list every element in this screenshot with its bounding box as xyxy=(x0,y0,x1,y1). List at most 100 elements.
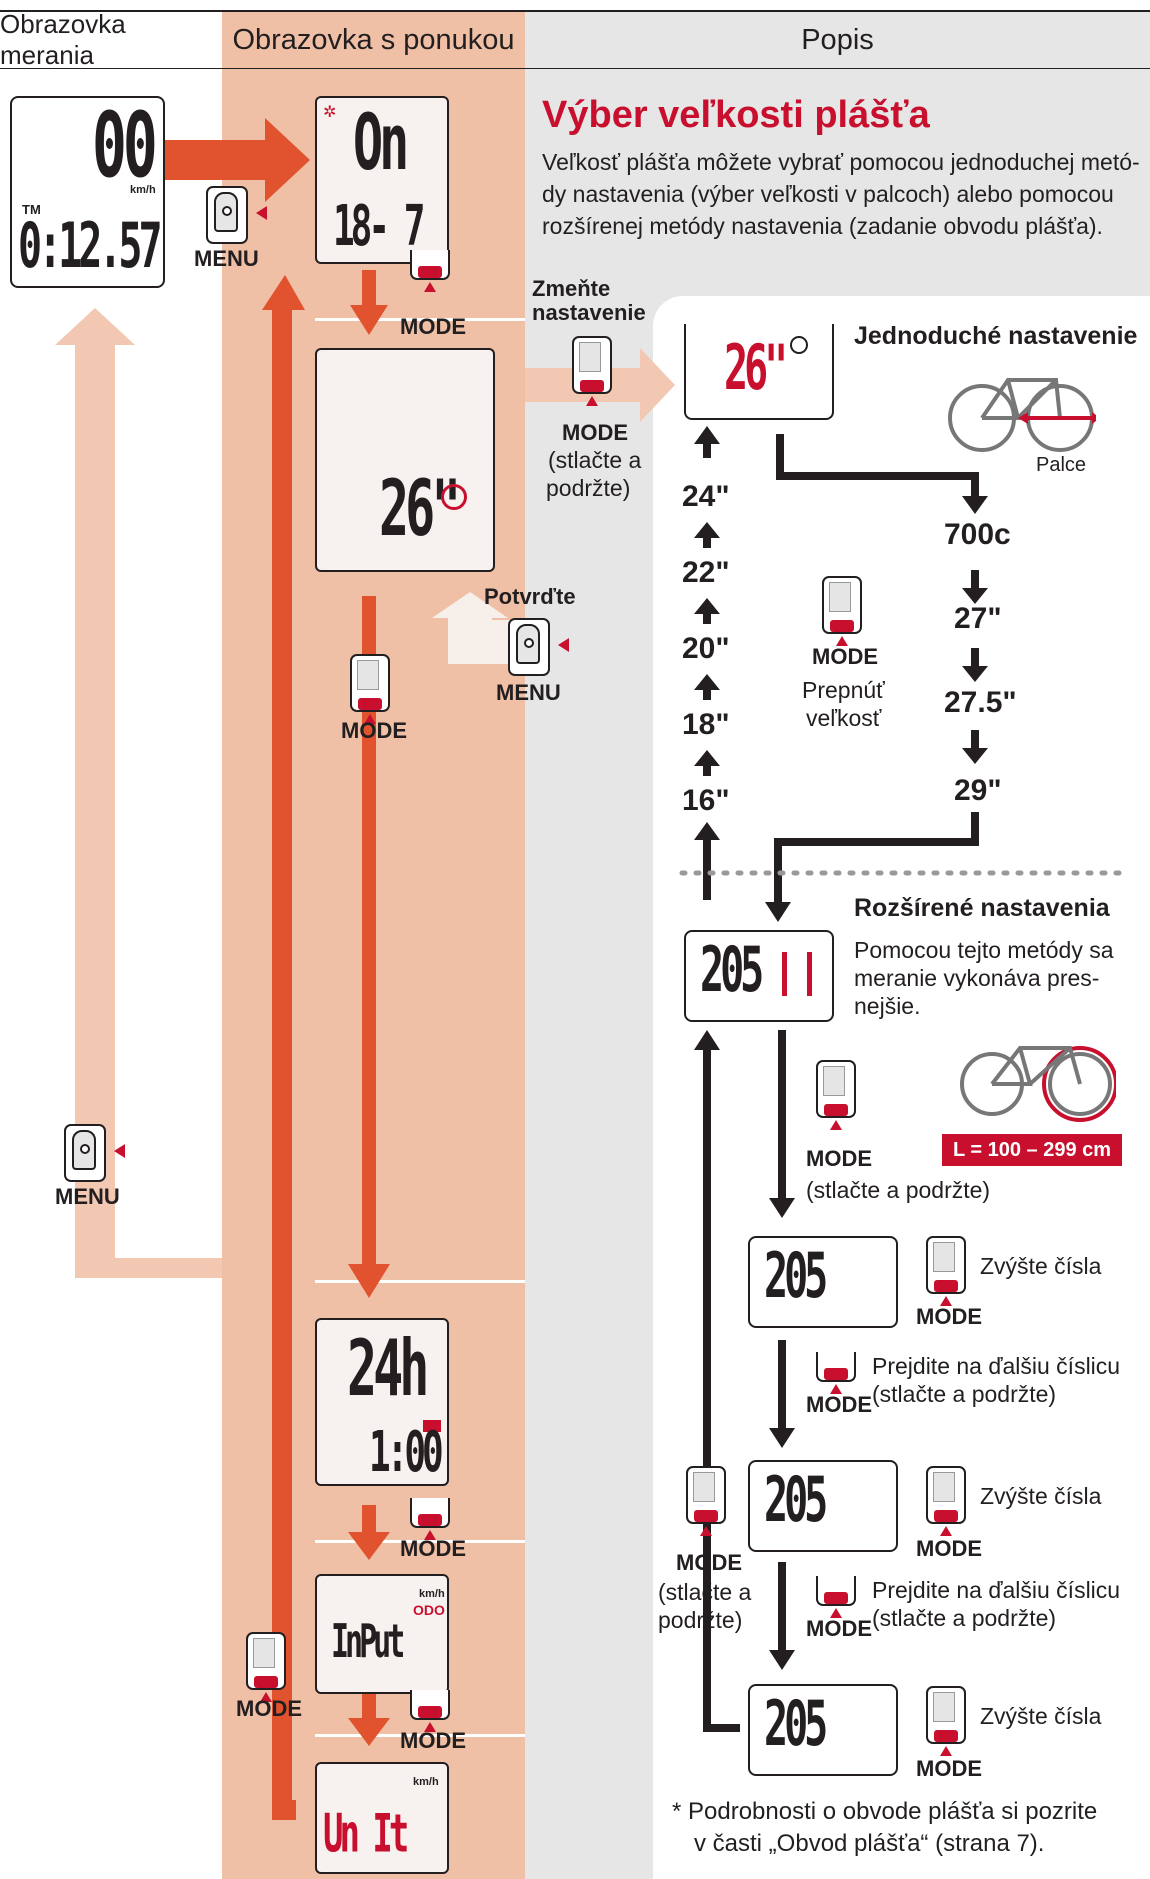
circumference-value: 205 xyxy=(764,1241,828,1313)
footnote: v časti „Obvod plášťa“ (strana 7). xyxy=(694,1830,1045,1857)
intro-text: Veľkosť plášťa môžete vybrať pomocou jed… xyxy=(542,149,1140,175)
screen-setting: ✲ On 18- 7 xyxy=(315,96,449,264)
input-text: InPut xyxy=(331,1615,405,1670)
advanced-text: nejšie. xyxy=(854,993,921,1019)
size-option: 22" xyxy=(682,556,730,589)
increase-label: Zvýšte čísla xyxy=(980,1253,1102,1279)
screen-input: km/h ODO InPut xyxy=(315,1574,449,1694)
time-value: 0:12.57 xyxy=(18,211,163,283)
column-header-menu: Obrazovka s ponukou xyxy=(232,23,515,56)
mode-label: MODE xyxy=(400,1536,466,1561)
mode-label: MODE xyxy=(562,420,628,445)
size-option: 29" xyxy=(954,774,1002,807)
circumference-display-step: 205 xyxy=(748,1460,898,1552)
mode-label: MODE xyxy=(916,1756,982,1781)
bicycle-icon xyxy=(960,1046,1116,1122)
mode-label: MODE xyxy=(806,1146,872,1171)
input-odo: ODO xyxy=(413,1602,445,1618)
range-label: L = 100 – 299 cm xyxy=(942,1134,1122,1166)
header-bottom-rule xyxy=(0,68,1150,69)
bicycle-icon xyxy=(948,378,1096,452)
footnote: * Podrobnosti o obvode plášťa si pozrite xyxy=(672,1798,1098,1825)
mode-label: MODE xyxy=(916,1304,982,1329)
enter-menu-arrow xyxy=(165,118,310,202)
size-option: 24" xyxy=(682,480,730,513)
measure-screen: 00 km/h TM 0:12.57 xyxy=(10,96,165,288)
hold-label: podržte) xyxy=(658,1607,743,1633)
mode-label: MODE xyxy=(806,1616,872,1641)
mode-label: MODE xyxy=(400,1728,466,1753)
speed-value: 00 xyxy=(92,92,158,198)
return-to-measure-arrow xyxy=(55,308,222,1278)
unit-text: Un It xyxy=(323,1803,409,1866)
mode-label: MODE xyxy=(812,644,878,669)
circumference-display: 205 xyxy=(684,930,834,1022)
switch-size-label: veľkosť xyxy=(806,705,882,731)
mode-label: MODE xyxy=(916,1536,982,1561)
unit-unit: km/h xyxy=(413,1776,439,1788)
sun-icon: ✲ xyxy=(323,104,337,121)
circumference-display-step: 205 xyxy=(748,1236,898,1328)
menu-separator xyxy=(315,318,525,321)
down-arrow xyxy=(350,270,388,335)
column-header-measure: Obrazovka merania xyxy=(0,9,126,70)
screen-unit: km/h Un It xyxy=(315,1762,449,1874)
size-option: 18" xyxy=(682,708,730,741)
advanced-text: Pomocou tejto metódy sa xyxy=(854,937,1114,963)
size-option: 700c xyxy=(944,518,1011,551)
alarm-icon xyxy=(423,1420,441,1432)
hold-label: podržte) xyxy=(546,475,631,501)
column-header-description: Popis xyxy=(801,23,874,56)
circumference-value: 205 xyxy=(700,935,764,1007)
mode-label: MODE xyxy=(236,1696,302,1721)
input-unit: km/h xyxy=(419,1588,445,1600)
confirm-label: Potvrďte xyxy=(484,584,576,609)
speed-unit: km/h xyxy=(130,184,156,196)
tm-label: TM xyxy=(22,202,41,217)
simple-title: Jednoduché nastavenie xyxy=(854,322,1138,350)
size-option: 16" xyxy=(682,784,730,817)
size-option: 27.5" xyxy=(944,686,1017,719)
next-digit-label: (stlačte a podržte) xyxy=(872,1381,1057,1407)
menu-label: MENU xyxy=(194,246,259,271)
inches-label: Palce xyxy=(1036,454,1087,476)
hold-label: (stlačte a xyxy=(548,447,642,473)
hold-label: (stlačte a xyxy=(658,1579,752,1605)
size-option: 20" xyxy=(682,632,730,665)
down-arrow xyxy=(348,1505,390,1560)
page-title: Výber veľkosti plášťa xyxy=(542,94,930,136)
menu-label: MENU xyxy=(55,1184,120,1209)
menu-label: MENU xyxy=(496,680,561,705)
next-digit-label: (stlačte a podržte) xyxy=(872,1605,1057,1631)
change-setting-label: Zmeňte xyxy=(532,276,611,301)
mode-label: MODE xyxy=(400,314,466,339)
menu-separator xyxy=(315,1540,525,1543)
menu-separator xyxy=(315,1734,525,1737)
clock-top: 24h xyxy=(347,1323,429,1414)
down-arrow xyxy=(348,1690,390,1746)
increase-label: Zvýšte čísla xyxy=(980,1483,1102,1509)
screen-clock: 24h 1:00 xyxy=(315,1318,449,1486)
circumference-value: 205 xyxy=(764,1465,828,1537)
intro-text: rozšírenej metódy nastavenia (zadanie ob… xyxy=(542,213,1103,239)
confirm-arrow xyxy=(432,592,510,664)
digit-bracket-icon xyxy=(782,952,812,996)
increase-label: Zvýšte čísla xyxy=(980,1703,1102,1729)
wheel-icon xyxy=(790,336,808,354)
screen-tire: 26" xyxy=(315,348,495,572)
menu-loop-arrow xyxy=(262,275,305,1820)
wheel-icon xyxy=(441,484,467,510)
setting-bottom: 18- 7 xyxy=(333,195,425,259)
circumference-display-step: 205 xyxy=(748,1684,898,1776)
mode-label: MODE xyxy=(341,718,407,743)
next-digit-label: Prejdite na ďalšiu číslicu xyxy=(872,1353,1121,1379)
hold-label: (stlačte a podržte) xyxy=(806,1177,991,1203)
size-option: 27" xyxy=(954,602,1002,635)
menu-separator xyxy=(315,1280,525,1283)
circumference-value: 205 xyxy=(764,1689,828,1761)
header-top-rule xyxy=(0,10,1150,12)
mode-label: MODE xyxy=(676,1550,742,1575)
tire-value: 26" xyxy=(379,463,461,554)
description-panel xyxy=(653,296,1150,1879)
setting-top: On xyxy=(353,97,409,188)
